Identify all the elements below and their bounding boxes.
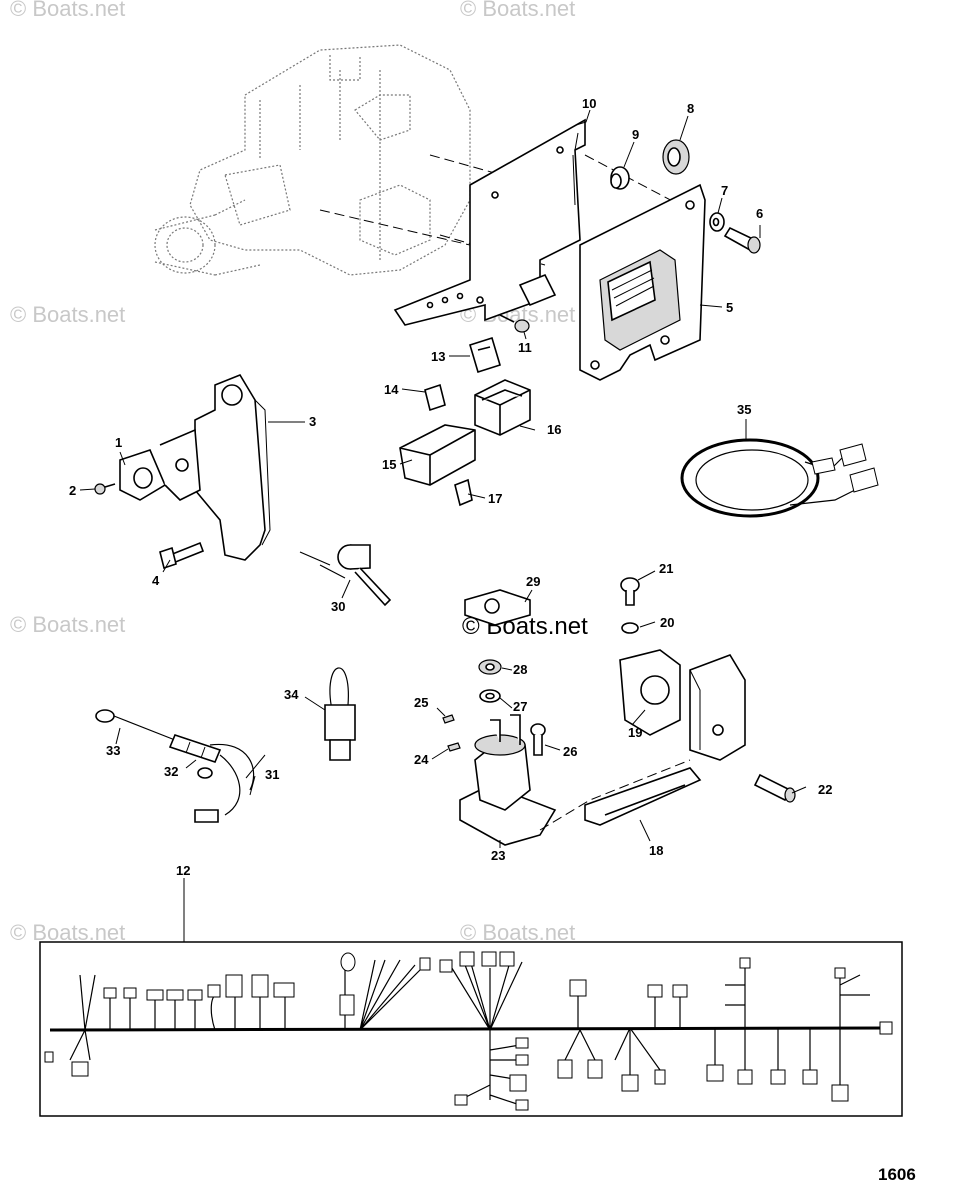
washer-20 [621,622,639,634]
callout-32: 32 [164,764,178,779]
terminal-24 [447,742,461,752]
callout-5: 5 [726,300,733,315]
callout-24: 24 [414,752,429,767]
callout-30: 30 [331,599,345,614]
callout-35: 35 [737,402,751,417]
callout-7: 7 [721,183,728,198]
callout-numbers: 1 2 3 4 5 6 7 8 9 10 11 12 13 14 15 16 1… [69,96,832,878]
screw-26 [530,723,546,756]
fuse-holder-32 [168,734,222,763]
watermark-bottom-center: © Boats.net [460,920,575,945]
clip-17 [454,478,473,507]
callout-26: 26 [563,744,577,759]
ecm-module-5 [579,183,706,381]
loop-connector-34 [324,667,356,761]
mounting-bracket-10 [393,118,586,326]
callout-19: 19 [628,725,642,740]
washer-7 [709,212,725,232]
callout-10: 10 [582,96,596,111]
watermark-top-left: © Boats.net [10,0,125,21]
callout-2: 2 [69,483,76,498]
relay-16 [474,379,531,436]
callout-11: 11 [518,340,532,355]
solenoid-23 [459,714,557,846]
screw-21 [620,577,640,606]
callout-3: 3 [309,414,316,429]
washer-27 [479,689,501,703]
screw-11 [499,314,530,333]
watermark-top-center: © Boats.net [460,0,575,21]
callout-27: 27 [513,699,527,714]
callout-6: 6 [756,206,763,221]
watermark-lower-left: © Boats.net [10,612,125,637]
callout-13: 13 [431,349,445,364]
callout-9: 9 [632,127,639,142]
ground-lead-33 [95,709,176,741]
grommet-8 [662,139,690,175]
solenoid-19 [619,649,746,761]
callout-25: 25 [414,695,428,710]
callout-12: 12 [176,863,190,878]
harness-coil-35 [680,438,879,518]
callout-18: 18 [649,843,663,858]
callout-8: 8 [687,101,694,116]
figure-number: 1606 [878,1165,916,1184]
callout-1: 1 [115,435,122,450]
fuse-14 [424,383,446,412]
callout-21: 21 [659,561,673,576]
engine-block-outline [154,44,471,276]
lead-wires-31 [194,743,255,823]
bushing-9 [610,166,630,190]
callout-17: 17 [488,491,502,506]
sensor-30 [299,544,392,607]
callout-33: 33 [106,743,120,758]
watermarks: © Boats.net © Boats.net © Boats.net © Bo… [10,0,588,945]
screw-2 [94,483,116,495]
terminal-25 [442,714,455,724]
callout-14: 14 [384,382,399,397]
bracket-3 [194,374,271,561]
clamp-1 [119,428,201,501]
callout-31: 31 [265,767,279,782]
bracket-18 [539,759,702,831]
callout-20: 20 [660,615,674,630]
callout-16: 16 [547,422,561,437]
nut-28 [478,659,502,675]
wiring-harness-12 [39,941,903,1117]
watermark-mid-left: © Boats.net [10,302,125,327]
bolt-4 [159,541,205,570]
screw-6 [723,226,761,254]
callout-22: 22 [818,782,832,797]
bracket-29 [464,589,531,626]
screw-22 [753,773,796,803]
callout-23: 23 [491,848,505,863]
leader-lines [79,109,807,942]
callout-28: 28 [513,662,527,677]
callout-29: 29 [526,574,540,589]
callout-34: 34 [284,687,299,702]
callout-4: 4 [152,573,160,588]
watermark-bottom-left: © Boats.net [10,920,125,945]
fuse-holder-13 [469,336,501,374]
callout-15: 15 [382,457,396,472]
cover-15 [399,424,476,486]
